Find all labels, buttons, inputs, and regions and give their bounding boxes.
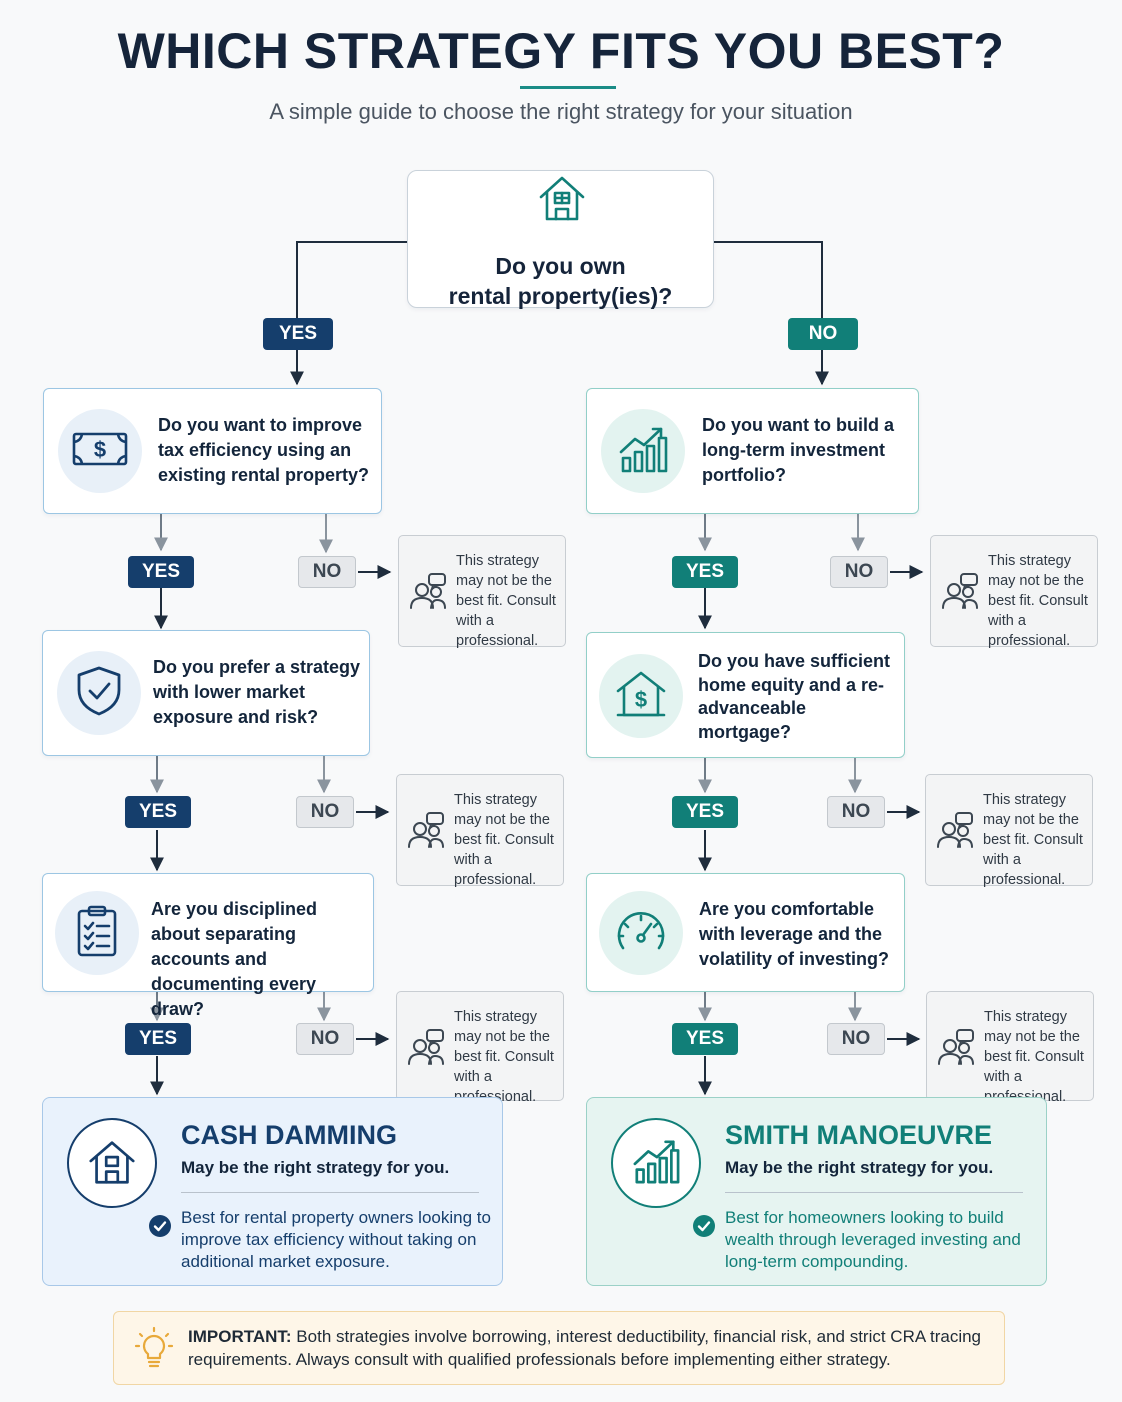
no-pill-right-2: NO (827, 796, 885, 828)
right-question-3-text: Are you comfortable with leverage and th… (699, 899, 890, 969)
consult-note-right-1: This strategy may not be the best fit. C… (930, 535, 1098, 649)
house-icon (534, 169, 590, 230)
left-question-1-card: $ Do you want to improve tax efficiency … (43, 388, 382, 514)
shield-check-icon (74, 664, 124, 723)
consult-note-left-3: This strategy may not be the best fit. C… (396, 991, 564, 1105)
no-pill-left-3: NO (296, 1023, 354, 1055)
yes-pill-left-1: YES (128, 556, 194, 588)
people-icon (934, 809, 978, 858)
checklist-icon (75, 904, 119, 963)
important-label: IMPORTANT: (188, 1327, 292, 1346)
house-dollar-icon: $ (614, 669, 668, 724)
yes-pill-root: YES (263, 318, 333, 350)
important-note: IMPORTANT: Both strategies involve borro… (113, 1311, 1005, 1385)
result-subtitle: May be the right strategy for you. (181, 1158, 450, 1177)
left-question-3-card: Are you disciplined about separating acc… (42, 873, 374, 1019)
consult-text: This strategy may not be the best fit. C… (988, 553, 1088, 649)
left-question-1-text: Do you want to improve tax efficiency us… (158, 415, 370, 485)
consult-text: This strategy may not be the best fit. C… (456, 553, 556, 649)
result-title: CASH DAMMING (181, 1120, 397, 1150)
root-question-line1: Do you own (495, 253, 626, 279)
result-description: Best for homeowners looking to build wea… (725, 1208, 1021, 1271)
result-cash-damming: CASH DAMMING May be the right strategy f… (42, 1097, 503, 1286)
check-circle-icon (149, 1215, 171, 1242)
page-subtitle: A simple guide to choose the right strat… (269, 99, 853, 124)
no-pill-root: NO (788, 318, 858, 350)
consult-note-left-2: This strategy may not be the best fit. C… (396, 774, 564, 888)
lightbulb-icon (134, 1326, 174, 1375)
root-question-line2: rental property(ies)? (448, 283, 673, 309)
page-title: WHICH STRATEGY FITS YOU BEST? (117, 23, 1005, 79)
people-icon (405, 1026, 449, 1075)
result-title: SMITH MANOEUVRE (725, 1120, 993, 1150)
important-text: Both strategies involve borrowing, inter… (188, 1327, 982, 1369)
left-question-2-text: Do you prefer a strategy with lower mark… (153, 657, 361, 727)
right-question-1-card: Do you want to build a long-term investm… (586, 388, 919, 514)
right-question-3-card: Are you comfortable with leverage and th… (586, 873, 905, 992)
result-smith-manoeuvre: SMITH MANOEUVRE May be the right strateg… (586, 1097, 1047, 1286)
svg-text:$: $ (635, 687, 647, 712)
right-question-1-text: Do you want to build a long-term investm… (702, 415, 894, 485)
right-question-2-text: Do you have sufficient home equity and a… (698, 651, 891, 742)
consult-text: This strategy may not be the best fit. C… (984, 1009, 1084, 1105)
result-divider (725, 1192, 1023, 1193)
consult-text: This strategy may not be the best fit. C… (983, 792, 1083, 888)
consult-text: This strategy may not be the best fit. C… (454, 792, 554, 888)
house-icon (85, 1134, 139, 1193)
growth-chart-icon (631, 1137, 681, 1190)
no-pill-right-1: NO (830, 556, 888, 588)
connector-root-right (714, 241, 823, 318)
svg-text:$: $ (94, 437, 106, 462)
yes-pill-right-3: YES (672, 1023, 738, 1055)
yes-pill-left-2: YES (125, 796, 191, 828)
no-pill-left-1: NO (298, 556, 356, 588)
dollar-bill-icon: $ (71, 429, 129, 474)
left-question-3-text: Are you disciplined about separating acc… (151, 899, 318, 1019)
people-icon (935, 1026, 979, 1075)
people-icon (405, 809, 449, 858)
consult-note-left-1: This strategy may not be the best fit. C… (398, 535, 566, 649)
connector-root-left (296, 241, 408, 318)
left-question-2-card: Do you prefer a strategy with lower mark… (42, 630, 370, 756)
no-pill-right-3: NO (827, 1023, 885, 1055)
title-underline (520, 86, 616, 89)
result-divider (181, 1192, 479, 1193)
people-icon (939, 570, 983, 619)
gauge-icon (613, 906, 669, 961)
result-description: Best for rental property owners looking … (181, 1208, 491, 1271)
consult-text: This strategy may not be the best fit. C… (454, 1009, 554, 1105)
yes-pill-right-2: YES (672, 796, 738, 828)
no-pill-left-2: NO (296, 796, 354, 828)
result-subtitle: May be the right strategy for you. (725, 1158, 994, 1177)
consult-note-right-3: This strategy may not be the best fit. C… (926, 991, 1094, 1105)
consult-note-right-2: This strategy may not be the best fit. C… (925, 774, 1093, 888)
yes-pill-left-3: YES (125, 1023, 191, 1055)
yes-pill-right-1: YES (672, 556, 738, 588)
people-icon (407, 570, 451, 619)
growth-chart-icon (617, 424, 669, 479)
check-circle-icon (693, 1215, 715, 1242)
root-question-card: Do you own rental property(ies)? (407, 169, 714, 309)
right-question-2-card: $ Do you have sufficient home equity and… (586, 632, 905, 758)
